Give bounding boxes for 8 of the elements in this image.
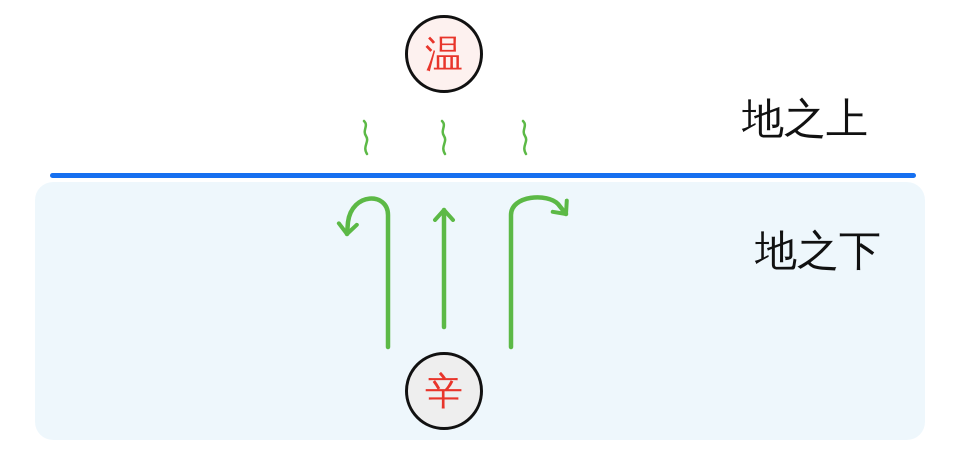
arrow bbox=[433, 208, 455, 330]
arrow bbox=[508, 195, 569, 350]
arrow bbox=[336, 196, 390, 350]
character-label: 温 bbox=[425, 35, 463, 73]
layer-label: 地之上 bbox=[742, 98, 868, 140]
character-label: 辛 bbox=[425, 372, 463, 410]
layer-label: 地之下 bbox=[755, 230, 881, 272]
underground-band bbox=[35, 182, 925, 440]
